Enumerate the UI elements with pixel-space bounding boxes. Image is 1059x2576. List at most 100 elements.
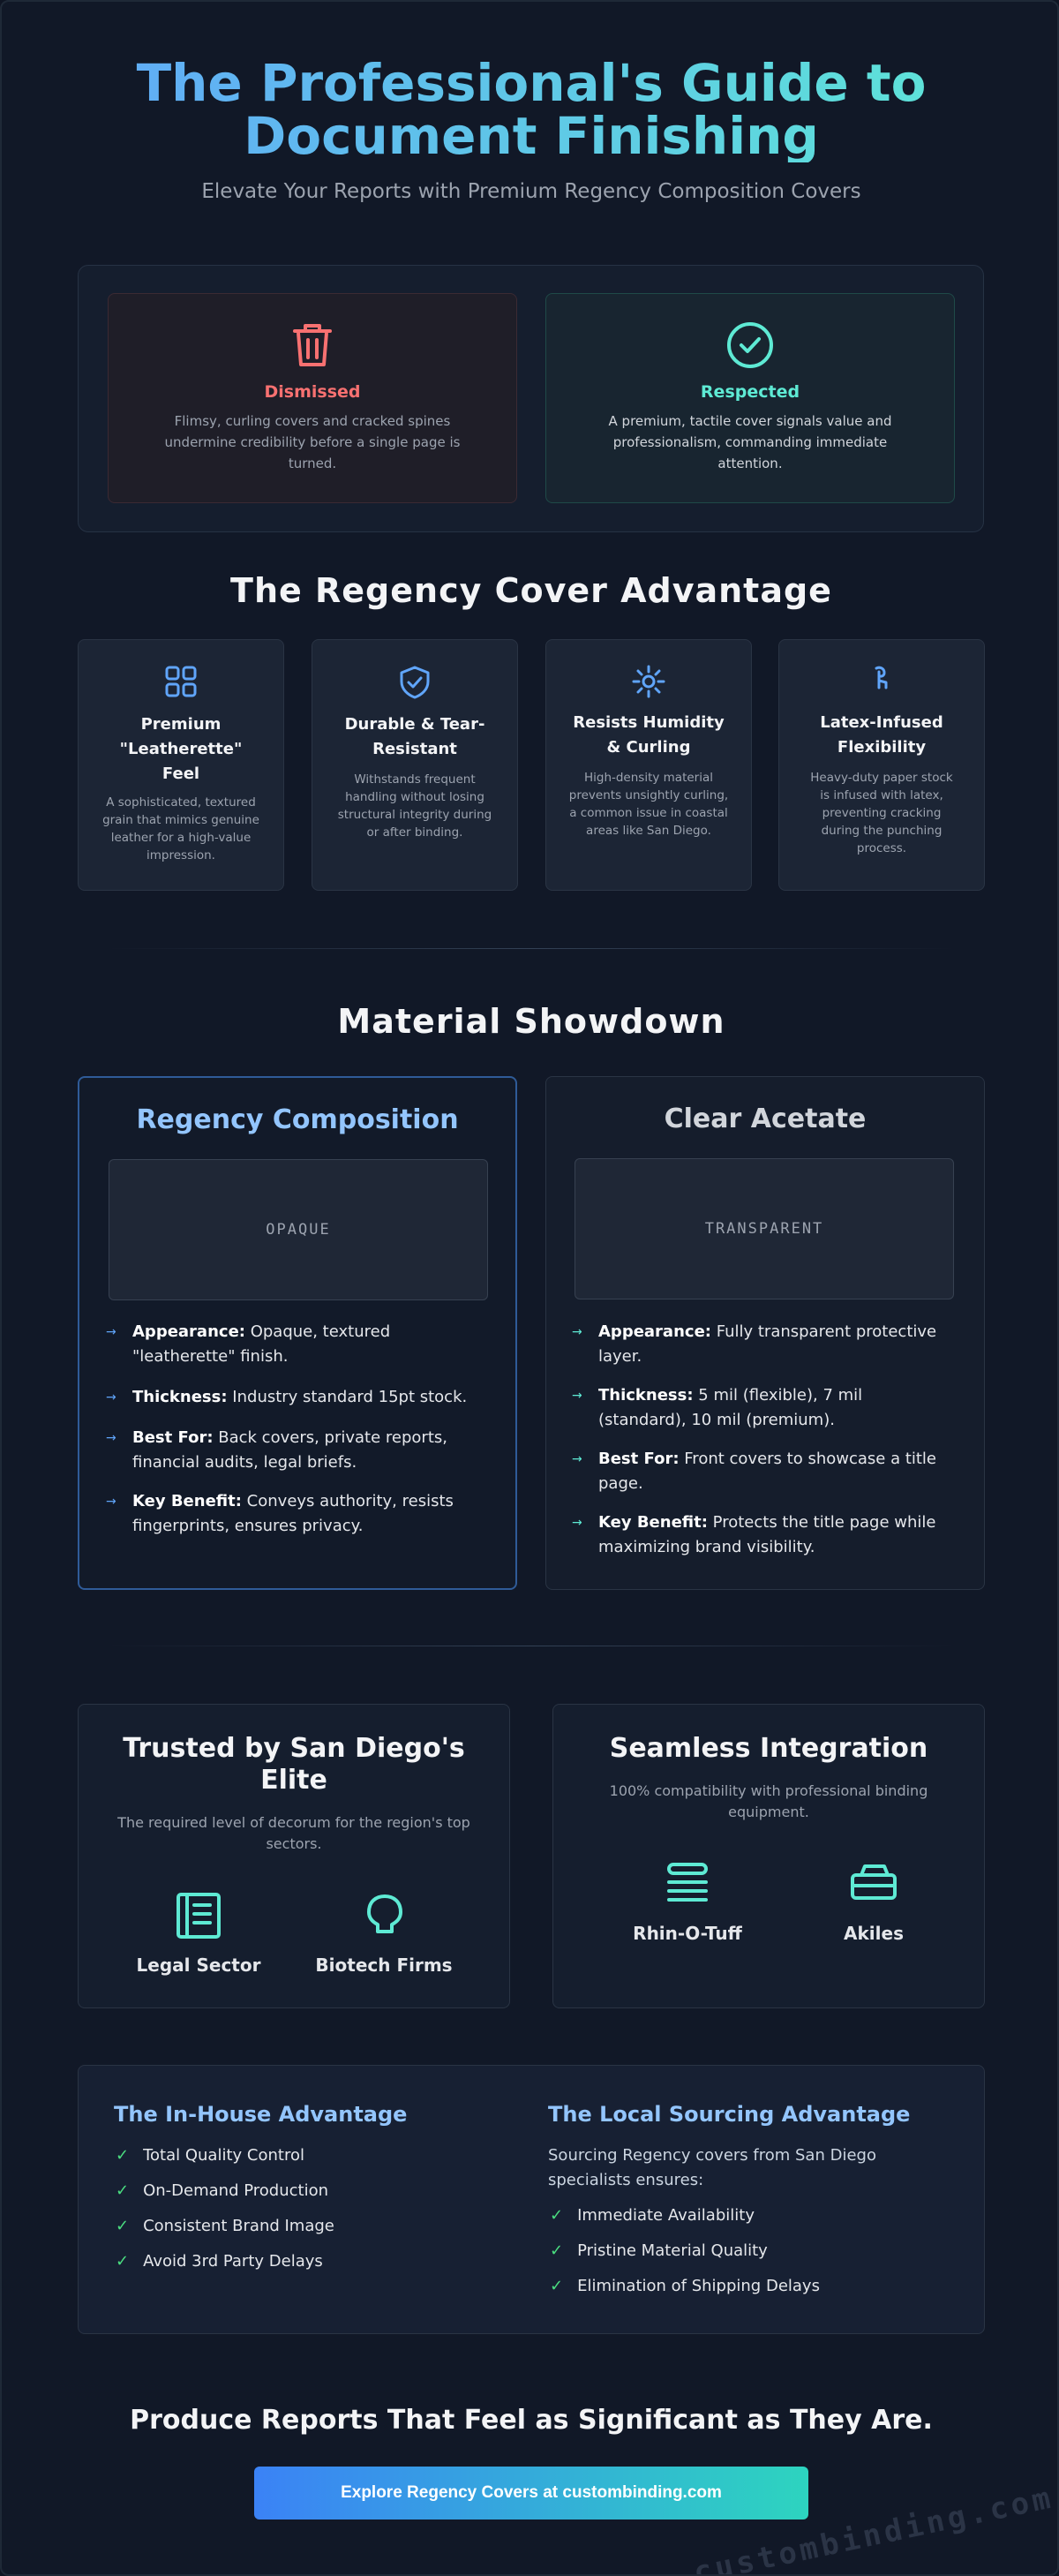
regency-spec: → Appearance: Opaque, textured "leathere… <box>106 1320 485 1369</box>
spec-label: Thickness: <box>598 1386 694 1405</box>
page-title-line2: Document Finishing <box>244 106 819 166</box>
list-item: ✓ Total Quality Control <box>116 2138 334 2173</box>
opaque-swatch: OPAQUE <box>109 1159 488 1300</box>
list-item: ✓ Pristine Material Quality <box>550 2233 820 2269</box>
local-heading: The Local Sourcing Advantage <box>548 2102 911 2127</box>
trusted-card: Trusted by San Diego's Elite The require… <box>78 1704 510 2008</box>
spec-text: Conveys authority, resists fingerprints,… <box>132 1492 454 1535</box>
legal-sector-label: Legal Sector <box>136 1955 261 1976</box>
list-item-label: Consistent Brand Image <box>143 2217 334 2235</box>
shield-check-icon <box>312 665 517 700</box>
respected-title: Respected <box>700 382 800 402</box>
sun-icon <box>546 665 751 698</box>
check-icon: ✓ <box>550 2277 564 2295</box>
advantage-heading: The Regency Cover Advantage <box>230 571 832 610</box>
flex-icon <box>779 665 984 698</box>
check-icon: ✓ <box>116 2252 130 2271</box>
printer-icon <box>849 1861 898 1903</box>
spec-label: Best For: <box>598 1450 680 1468</box>
spec-text: 5 mil (flexible), 7 mil (standard), 10 m… <box>598 1386 863 1429</box>
acetate-spec: → Best For: Front covers to showcase a t… <box>572 1447 951 1496</box>
advantage-card-text: High-density material prevents unsightly… <box>568 771 729 838</box>
list-item-label: Avoid 3rd Party Delays <box>143 2252 323 2271</box>
spec-label: Appearance: <box>598 1322 711 1341</box>
integration-card: Seamless Integration 100% compatibility … <box>552 1704 985 2008</box>
transparent-swatch: TRANSPARENT <box>575 1158 954 1299</box>
acetate-spec: → Thickness: 5 mil (flexible), 7 mil (st… <box>572 1383 951 1433</box>
arrow-icon: → <box>572 1325 582 1339</box>
check-icon: ✓ <box>550 2241 564 2260</box>
dismissed-text: Flimsy, curling covers and cracked spine… <box>164 413 461 471</box>
arrow-icon: → <box>106 1431 116 1445</box>
cta-heading: Produce Reports That Feel as Significant… <box>130 2405 933 2436</box>
legal-document-icon <box>175 1891 222 1940</box>
local-text: Sourcing Regency covers from San Diego s… <box>548 2146 876 2189</box>
advantage-card: Resists Humidity & Curling High-density … <box>545 639 752 891</box>
regency-title: Regency Composition <box>136 1104 459 1135</box>
dismissed-title: Dismissed <box>264 382 361 402</box>
spec-text: Back covers, private reports, financial … <box>132 1428 447 1472</box>
dismissed-card: Dismissed Flimsy, curling covers and cra… <box>108 293 517 503</box>
page-subtitle: Elevate Your Reports with Premium Regenc… <box>201 180 861 203</box>
spec-label: Key Benefit: <box>132 1492 242 1510</box>
list-item: ✓ Elimination of Shipping Delays <box>550 2269 820 2304</box>
trusted-text: The required level of decorum for the re… <box>117 1814 470 1852</box>
spec-text: Opaque, textured "leatherette" finish. <box>132 1322 391 1366</box>
local-list: ✓ Immediate Availability ✓ Pristine Materi… <box>550 2198 820 2304</box>
regency-spec: → Key Benefit: Conveys authority, resist… <box>106 1489 485 1539</box>
spec-label: Thickness: <box>132 1388 228 1406</box>
arrow-icon: → <box>572 1452 582 1466</box>
trash-icon <box>109 320 516 370</box>
spec-label: Key Benefit: <box>598 1513 708 1532</box>
list-item-label: Total Quality Control <box>143 2146 304 2165</box>
check-icon: ✓ <box>116 2217 130 2235</box>
check-icon: ✓ <box>116 2146 130 2165</box>
spec-text: Front covers to showcase a title page. <box>598 1450 937 1493</box>
integration-heading: Seamless Integration <box>609 1733 928 1764</box>
advantage-card-title: Latex-Infused Flexibility <box>820 713 943 757</box>
regency-spec: → Thickness: Industry standard 15pt stoc… <box>106 1385 485 1410</box>
page-title: The Professional's Guide to Document Fin… <box>2 56 1057 166</box>
acetate-spec: → Key Benefit: Protects the title page w… <box>572 1510 951 1560</box>
list-item-label: Elimination of Shipping Delays <box>577 2277 820 2295</box>
check-icon: ✓ <box>550 2206 564 2225</box>
list-item-label: Immediate Availability <box>577 2206 755 2225</box>
arrow-icon: → <box>572 1389 582 1403</box>
integration-text: 100% compatibility with professional bin… <box>609 1782 928 1820</box>
list-item-label: On-Demand Production <box>143 2181 328 2200</box>
list-item: ✓ Immediate Availability <box>550 2198 820 2233</box>
advantage-card: Premium "Leatherette" Feel A sophisticat… <box>78 639 284 891</box>
advantage-card: Durable & Tear-Resistant Withstands freq… <box>312 639 518 891</box>
arrow-icon: → <box>106 1390 116 1405</box>
list-item: ✓ On-Demand Production <box>116 2173 334 2209</box>
advantage-card-text: A sophisticated, textured grain that mim… <box>102 795 259 862</box>
regency-spec: → Best For: Back covers, private reports… <box>106 1426 485 1475</box>
trusted-heading: Trusted by San Diego's Elite <box>123 1733 465 1796</box>
showdown-heading: Material Showdown <box>337 1002 725 1041</box>
spec-label: Appearance: <box>132 1322 245 1341</box>
section-divider <box>108 948 955 949</box>
respected-card: Respected A premium, tactile cover signa… <box>545 293 955 503</box>
arrow-icon: → <box>106 1495 116 1509</box>
advantage-card-text: Heavy-duty paper stock is infused with l… <box>810 771 953 855</box>
check-circle-icon <box>546 320 954 370</box>
advantage-card-title: Resists Humidity & Curling <box>573 713 725 757</box>
biotech-firms-label: Biotech Firms <box>315 1955 453 1976</box>
spec-text: Protects the title page while maximizing… <box>598 1513 936 1556</box>
acetate-title: Clear Acetate <box>664 1103 867 1134</box>
binding-machine-icon <box>665 1861 710 1903</box>
respected-text: A premium, tactile cover signals value a… <box>608 413 892 471</box>
arrow-icon: → <box>572 1516 582 1530</box>
acetate-spec: → Appearance: Fully transparent protecti… <box>572 1320 951 1369</box>
inhouse-heading: The In-House Advantage <box>114 2102 408 2127</box>
list-item-label: Pristine Material Quality <box>577 2241 768 2260</box>
advantage-card: Latex-Infused Flexibility Heavy-duty pap… <box>778 639 985 891</box>
arrow-icon: → <box>106 1325 116 1339</box>
spec-text: Fully transparent protective layer. <box>598 1322 937 1366</box>
akiles-label: Akiles <box>844 1923 904 1944</box>
explore-covers-button[interactable]: Explore Regency Covers at custombinding.… <box>254 2467 808 2520</box>
advantage-card-title: Durable & Tear-Resistant <box>344 715 485 758</box>
list-item: ✓ Consistent Brand Image <box>116 2209 334 2244</box>
check-icon: ✓ <box>116 2181 130 2200</box>
